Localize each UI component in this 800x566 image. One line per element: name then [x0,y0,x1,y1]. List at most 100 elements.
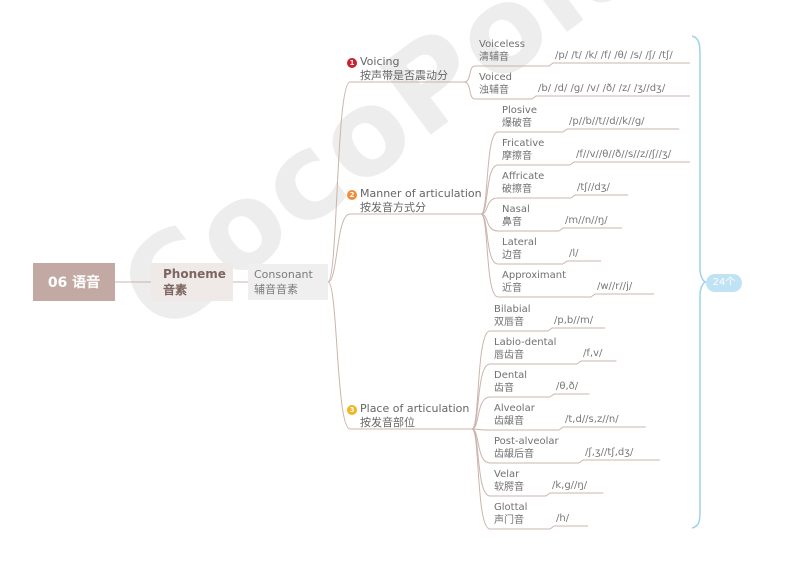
summary-count-badge[interactable]: 24个 [706,274,742,292]
connector-item-2-5 [480,213,499,265]
number-badge-icon: 3 [347,405,357,415]
consonant-node[interactable]: Consonant 辅音音素 [248,264,328,300]
item-zh-label: 鼻音 [502,217,522,228]
connector-consonant-category-1 [327,81,351,283]
category-en-label: Manner of articulation [360,187,482,200]
item-zh-label: 软腭音 [494,482,524,493]
ipa-underline-3-1 [547,327,606,332]
list-item[interactable]: Fricative 摩擦音 [502,137,544,163]
category-en-label: Place of articulation [360,402,470,415]
ipa-symbols[interactable]: /f//v//θ//ð//s//z//ʃ//ʒ/ [576,149,672,160]
number-badge-icon: 1 [347,58,357,68]
ipa-underline-2-3 [570,194,629,199]
category-zh-label: 按发音部位 [360,416,415,429]
consonant-en: Consonant [254,268,313,281]
ipa-underline-3-7 [549,525,588,530]
connector-item-3-7 [471,428,491,530]
ipa-symbols[interactable]: /h/ [556,513,570,524]
ipa-underline-1-2 [531,95,690,100]
item-en-label: Bilabial [494,304,531,315]
list-item[interactable]: Voiced 浊辅音 [479,71,512,97]
ipa-symbols[interactable]: /w//r//j/ [597,281,633,292]
item-zh-label: 双唇音 [494,317,524,328]
connector-consonant-category-2 [327,213,351,283]
ipa-symbols[interactable]: /f,v/ [583,348,603,359]
ipa-underline-3-2 [576,360,617,365]
ipa-symbols[interactable]: /t,d//s,z//n/ [565,414,619,425]
ipa-symbols[interactable]: /l/ [569,248,579,259]
ipa-symbols[interactable]: /tʃ//dʒ/ [577,182,610,193]
category-en-label: Voicing [360,55,400,68]
connector-item-1-1 [463,65,476,83]
list-item[interactable]: Alveolar 齿龈音 [494,402,535,428]
ipa-symbols[interactable]: /p/ /t/ /k/ /f/ /θ/ /s/ /ʃ/ /tʃ/ [555,50,673,61]
ipa-symbols[interactable]: /p//b//t//d//k//g/ [569,116,645,127]
number-badge-icon: 2 [347,190,357,200]
ipa-underline-1-1 [548,62,690,67]
connector-consonant-category-3 [327,281,351,430]
item-en-label: Lateral [502,237,537,248]
root-label: 06 语音 [47,275,101,291]
root-node[interactable]: 06 语音 [33,263,115,301]
item-zh-label: 破擦音 [502,184,532,195]
item-en-label: Glottal [494,502,528,513]
item-zh-label: 齿龈音 [494,416,524,427]
ipa-symbols[interactable]: /ʃ,ʒ//tʃ,dʒ/ [585,447,634,458]
item-zh-label: 齿音 [494,383,514,394]
ipa-symbols[interactable]: /m//n//ŋ/ [565,215,608,226]
connector-item-1-2 [463,81,476,100]
item-zh-label: 爆破音 [502,118,532,129]
list-item[interactable]: Lateral 边音 [502,236,537,262]
item-zh-label: 边音 [502,250,522,261]
ipa-underline-3-3 [549,393,590,398]
list-item[interactable]: Glottal 声门音 [494,501,527,527]
ipa-underline-2-4 [558,227,623,232]
item-zh-label: 齿龈后音 [494,449,534,460]
ipa-symbols[interactable]: /b/ /d/ /g/ /v/ /ð/ /z/ /ʒ//dʒ/ [538,83,666,94]
phoneme-zh: 音素 [163,283,188,297]
item-zh-label: 摩擦音 [502,151,532,162]
connector-item-3-2 [471,363,491,430]
list-item[interactable]: Bilabial 双唇音 [494,303,531,329]
ipa-symbols[interactable]: /p,b//m/ [554,315,594,326]
summary-count-label: 24个 [712,277,736,288]
category-zh-label: 按发音方式分 [360,201,426,214]
phoneme-en: Phoneme [163,267,226,281]
connector-item-3-4 [471,428,491,431]
ipa-underline-2-1 [562,128,680,133]
ipa-underline-2-6 [590,293,655,298]
ipa-symbols[interactable]: /k,g//ŋ/ [552,480,588,491]
item-en-label: Voiced [479,72,512,83]
phoneme-node[interactable]: Phoneme 音素 [151,263,233,301]
list-item[interactable]: Affricate 破擦音 [502,170,544,196]
category-zh-label: 按声带是否震动分 [360,69,448,82]
ipa-underline-3-5 [578,459,660,464]
item-en-label: Alveolar [494,403,535,414]
item-zh-label: 近音 [502,283,522,294]
connector-item-2-6 [480,213,499,298]
item-en-label: Fricative [502,138,545,149]
connector-item-2-3 [480,197,499,215]
summary-brace [691,35,707,529]
item-zh-label: 声门音 [494,515,524,526]
ipa-underline-2-5 [562,260,601,265]
ipa-underline-3-6 [545,492,604,497]
connector-item-3-3 [471,396,491,430]
item-en-label: Labio-dental [494,337,557,348]
ipa-symbols[interactable]: /θ,ð/ [556,381,579,392]
item-zh-label: 清辅音 [479,52,509,63]
item-en-label: Affricate [502,171,545,182]
item-zh-label: 浊辅音 [479,85,509,96]
